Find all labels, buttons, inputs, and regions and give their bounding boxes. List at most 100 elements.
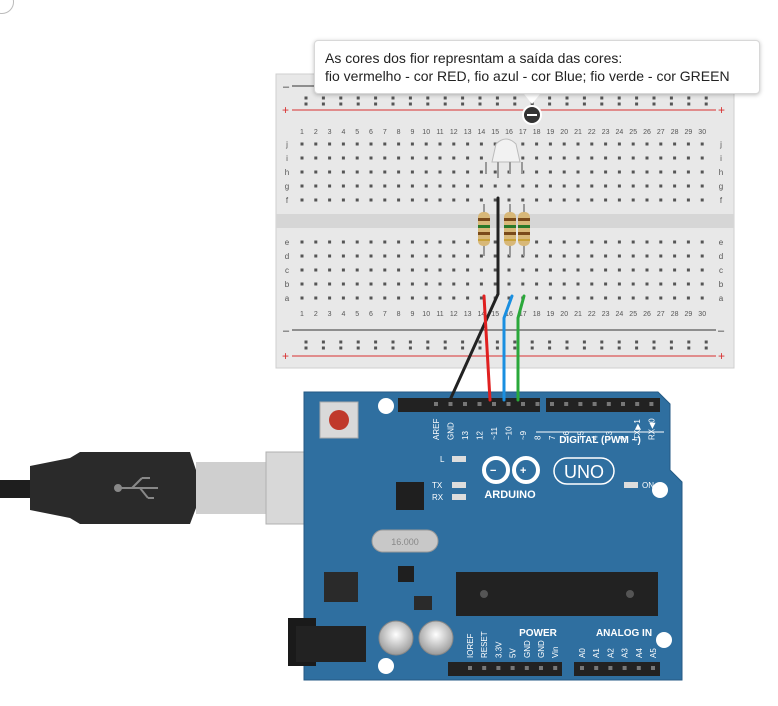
breadboard-hole[interactable] (328, 156, 332, 160)
breadboard-hole[interactable] (424, 142, 428, 146)
rail-hole[interactable] (408, 340, 412, 344)
breadboard-hole[interactable] (397, 170, 401, 174)
breadboard-hole[interactable] (328, 184, 332, 188)
breadboard-hole[interactable] (300, 268, 304, 272)
rail-hole[interactable] (443, 340, 447, 344)
breadboard-hole[interactable] (686, 296, 690, 300)
rail-hole[interactable] (582, 96, 586, 100)
breadboard-hole[interactable] (369, 198, 373, 202)
breadboard-hole[interactable] (535, 170, 539, 174)
rail-hole[interactable] (582, 346, 586, 350)
breadboard-hole[interactable] (590, 240, 594, 244)
breadboard-hole[interactable] (314, 268, 318, 272)
breadboard-hole[interactable] (410, 240, 414, 244)
header-pin[interactable] (506, 402, 511, 406)
breadboard-hole[interactable] (631, 184, 635, 188)
breadboard-hole[interactable] (645, 156, 649, 160)
note-marker-icon[interactable] (522, 105, 542, 125)
breadboard-hole[interactable] (507, 268, 511, 272)
breadboard-hole[interactable] (673, 198, 677, 202)
breadboard-hole[interactable] (645, 296, 649, 300)
breadboard-hole[interactable] (659, 184, 663, 188)
breadboard-hole[interactable] (314, 170, 318, 174)
breadboard-hole[interactable] (369, 240, 373, 244)
breadboard-hole[interactable] (700, 170, 704, 174)
rail-hole[interactable] (617, 346, 621, 350)
breadboard-hole[interactable] (355, 296, 359, 300)
breadboard-hole[interactable] (548, 254, 552, 258)
breadboard-hole[interactable] (507, 296, 511, 300)
rail-hole[interactable] (669, 102, 673, 106)
breadboard-hole[interactable] (410, 254, 414, 258)
breadboard-hole[interactable] (604, 156, 608, 160)
breadboard-hole[interactable] (548, 268, 552, 272)
breadboard-hole[interactable] (314, 184, 318, 188)
breadboard-hole[interactable] (562, 156, 566, 160)
breadboard-hole[interactable] (328, 170, 332, 174)
breadboard-hole[interactable] (631, 296, 635, 300)
breadboard-hole[interactable] (631, 282, 635, 286)
breadboard-hole[interactable] (438, 296, 442, 300)
breadboard-hole[interactable] (631, 268, 635, 272)
rail-hole[interactable] (391, 102, 395, 106)
rail-hole[interactable] (652, 96, 656, 100)
breadboard-hole[interactable] (700, 156, 704, 160)
rail-hole[interactable] (669, 96, 673, 100)
rail-hole[interactable] (513, 346, 517, 350)
breadboard-hole[interactable] (383, 184, 387, 188)
breadboard-hole[interactable] (631, 170, 635, 174)
breadboard-hole[interactable] (452, 198, 456, 202)
breadboard-hole[interactable] (507, 282, 511, 286)
breadboard-hole[interactable] (700, 296, 704, 300)
header-pin[interactable] (608, 666, 613, 670)
breadboard-hole[interactable] (673, 170, 677, 174)
rail-hole[interactable] (339, 102, 343, 106)
breadboard-hole[interactable] (300, 184, 304, 188)
rail-hole[interactable] (408, 346, 412, 350)
breadboard-hole[interactable] (452, 184, 456, 188)
rail-hole[interactable] (513, 340, 517, 344)
rail-hole[interactable] (321, 96, 325, 100)
header-pin[interactable] (521, 402, 525, 406)
breadboard-hole[interactable] (466, 156, 470, 160)
breadboard-hole[interactable] (438, 156, 442, 160)
resistor-1[interactable] (478, 204, 490, 256)
header-pin[interactable] (592, 402, 597, 406)
breadboard-hole[interactable] (631, 142, 635, 146)
rail-hole[interactable] (548, 346, 552, 350)
breadboard-hole[interactable] (590, 254, 594, 258)
rail-hole[interactable] (635, 346, 639, 350)
breadboard-hole[interactable] (355, 142, 359, 146)
breadboard-hole[interactable] (673, 184, 677, 188)
breadboard-hole[interactable] (397, 184, 401, 188)
breadboard-hole[interactable] (341, 296, 345, 300)
rail-hole[interactable] (635, 96, 639, 100)
breadboard-hole[interactable] (493, 240, 497, 244)
rail-hole[interactable] (617, 96, 621, 100)
rail-hole[interactable] (617, 102, 621, 106)
breadboard-hole[interactable] (369, 268, 373, 272)
breadboard-hole[interactable] (300, 282, 304, 286)
breadboard-hole[interactable] (397, 156, 401, 160)
breadboard-hole[interactable] (424, 254, 428, 258)
breadboard-hole[interactable] (479, 268, 483, 272)
rgb-led[interactable] (485, 138, 523, 178)
rail-hole[interactable] (495, 102, 499, 106)
breadboard-hole[interactable] (383, 254, 387, 258)
rail-hole[interactable] (304, 102, 308, 106)
breadboard-hole[interactable] (562, 296, 566, 300)
breadboard-hole[interactable] (645, 170, 649, 174)
wires[interactable] (448, 196, 526, 402)
rail-hole[interactable] (356, 96, 360, 100)
breadboard-hole[interactable] (466, 254, 470, 258)
wire-black-gnd[interactable] (448, 196, 500, 402)
breadboard-hole[interactable] (673, 156, 677, 160)
rail-hole[interactable] (548, 340, 552, 344)
rail-hole[interactable] (426, 96, 430, 100)
breadboard-hole[interactable] (438, 142, 442, 146)
breadboard-hole[interactable] (383, 240, 387, 244)
rail-hole[interactable] (582, 102, 586, 106)
rail-hole[interactable] (321, 346, 325, 350)
rail-hole[interactable] (687, 340, 691, 344)
